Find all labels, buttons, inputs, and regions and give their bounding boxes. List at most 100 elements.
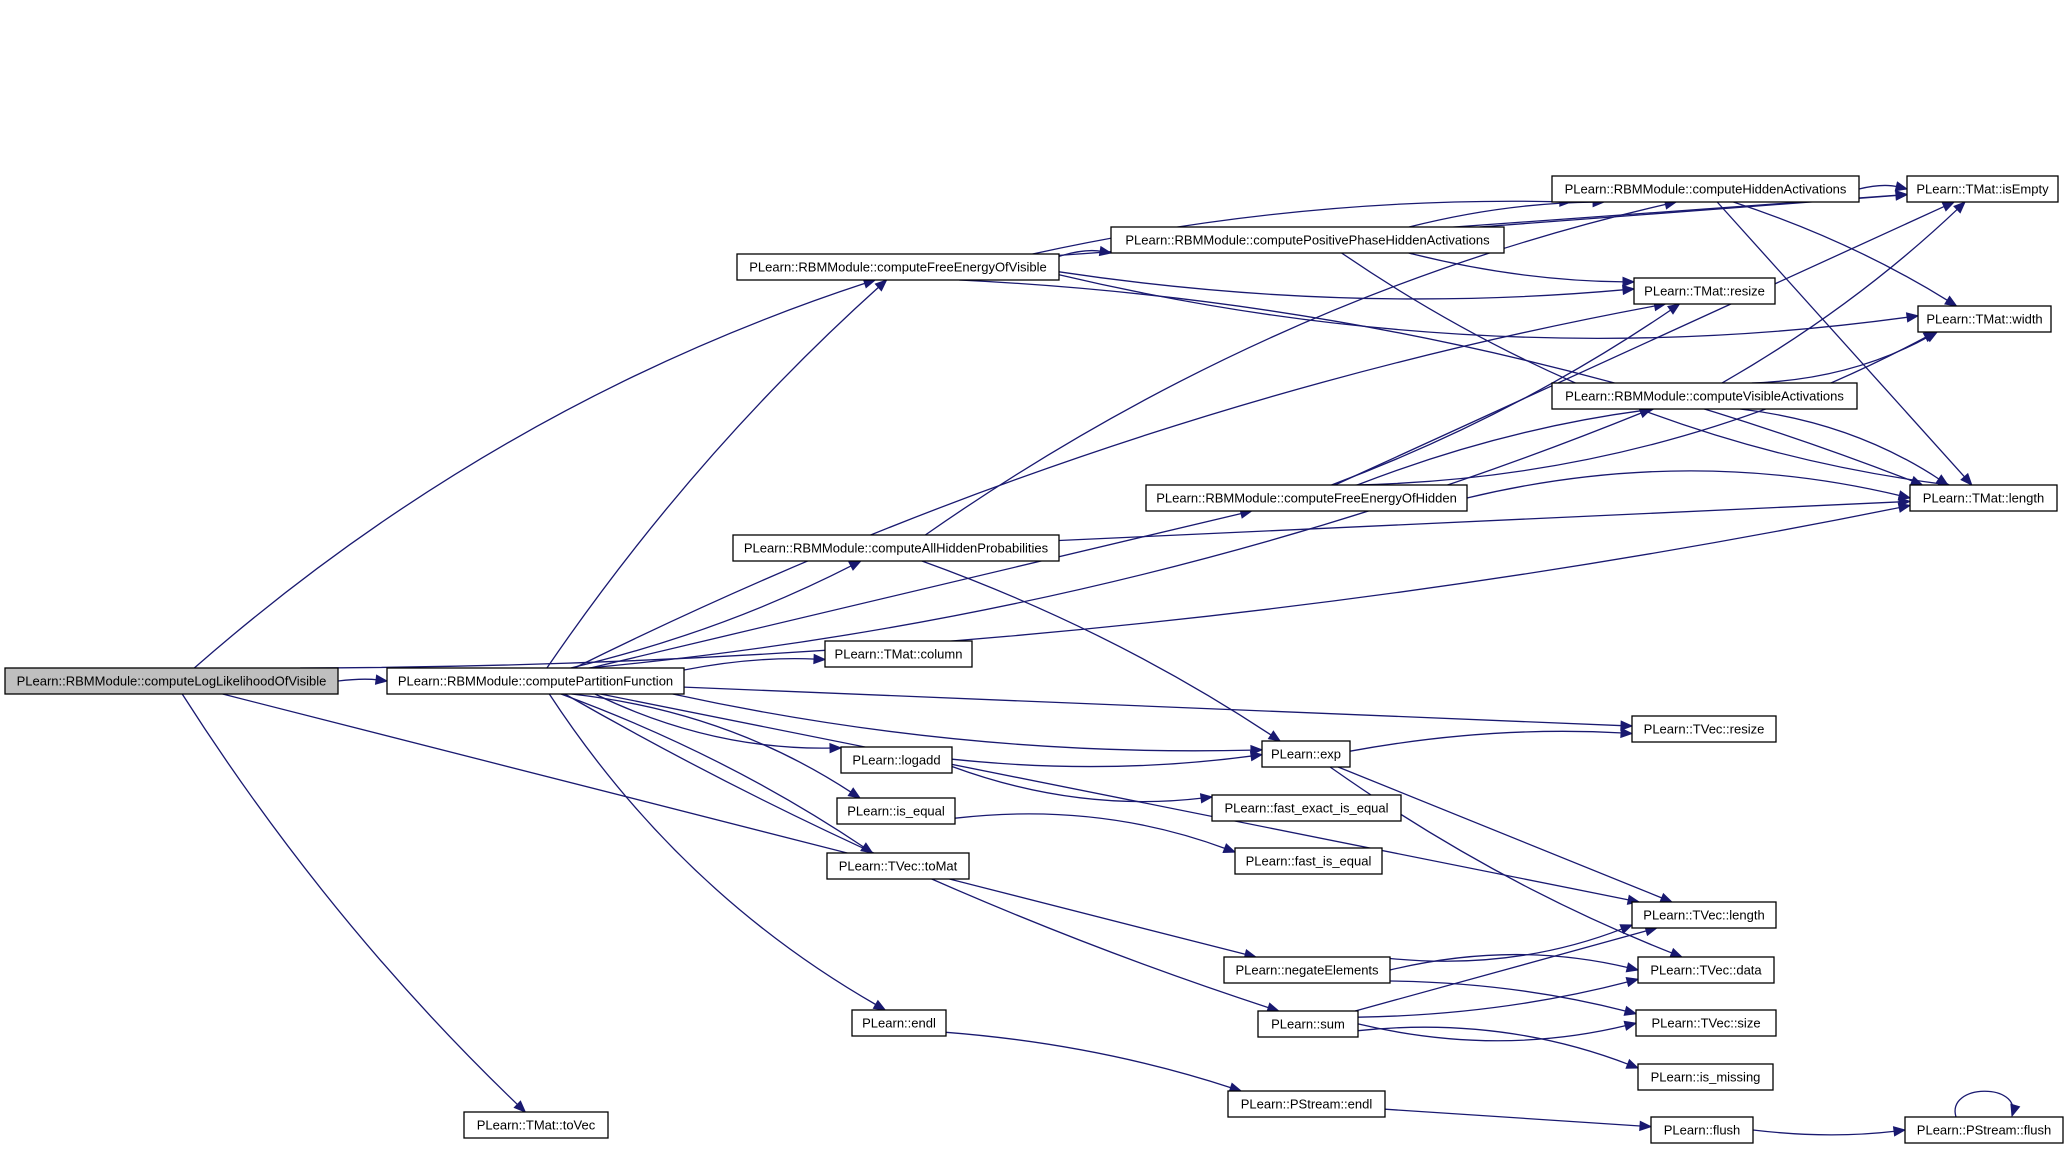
edge-sum-to-isMissing — [1357, 1026, 1640, 1069]
edge-root-to-partFn — [337, 674, 389, 685]
node-flush[interactable]: PLearn::flush — [1650, 1116, 1754, 1144]
edge-exp-to-tvecResize — [1349, 727, 1634, 752]
node-box — [1633, 277, 1776, 305]
node-label: PLearn::PStream::flush — [1917, 1123, 2051, 1138]
edge-root-to-freeVis — [193, 278, 877, 669]
node-isEqual[interactable]: PLearn::is_equal — [836, 797, 956, 825]
edge-line — [1858, 184, 1899, 190]
edge-line — [1384, 1108, 1643, 1127]
node-label: PLearn::flush — [1664, 1123, 1741, 1138]
node-label: PLearn::exp — [1271, 747, 1341, 762]
node-label: PLearn::TVec::data — [1650, 963, 1762, 978]
edge-line — [951, 755, 1254, 768]
edge-flush-to-pstreamFlush — [1752, 1126, 1907, 1137]
edge-line — [1357, 1026, 1630, 1066]
node-label: PLearn::TMat::isEmpty — [1916, 182, 2049, 197]
edge-line — [337, 678, 379, 682]
node-box — [1234, 847, 1383, 875]
node-hidAct[interactable]: PLearn::RBMModule::computeHiddenActivati… — [1551, 175, 1860, 203]
node-label: PLearn::TMat::column — [835, 647, 963, 662]
node-label: PLearn::negateElements — [1235, 963, 1379, 978]
edge-arrowhead — [813, 653, 827, 665]
node-label: PLearn::RBMModule::computePositivePhaseH… — [1125, 233, 1490, 248]
edge-line — [954, 813, 1227, 850]
node-toMat[interactable]: PLearn::TVec::toMat — [826, 852, 970, 880]
edge-partFn-to-endl — [548, 693, 887, 1011]
edge-line — [1389, 953, 1630, 971]
node-label: PLearn::sum — [1271, 1017, 1345, 1032]
node-isMissing[interactable]: PLearn::is_missing — [1637, 1063, 1774, 1091]
node-fastExact[interactable]: PLearn::fast_exact_is_equal — [1211, 794, 1402, 822]
node-logadd[interactable]: PLearn::logadd — [840, 746, 953, 774]
node-tvecData[interactable]: PLearn::TVec::data — [1637, 956, 1775, 984]
node-freeVis[interactable]: PLearn::RBMModule::computeFreeEnergyOfVi… — [736, 253, 1060, 281]
node-box — [836, 797, 956, 825]
edge-arrowhead — [513, 1100, 527, 1113]
edge-hidAct-to-tmatIsEmpty — [1858, 181, 1909, 192]
edge-arrowhead — [1199, 793, 1214, 804]
edge-line — [594, 693, 833, 749]
edge-partFn-to-logadd — [594, 693, 843, 754]
node-tmatResize[interactable]: PLearn::TMat::resize — [1633, 277, 1776, 305]
node-pstreamEndl[interactable]: PLearn::PStream::endl — [1227, 1090, 1386, 1118]
edge-freeHid-to-tmatResize — [1331, 303, 1681, 486]
edge-line — [1357, 980, 1630, 1018]
node-pstreamFlush[interactable]: PLearn::PStream::flush — [1904, 1116, 2064, 1144]
node-tmatIsEmpty[interactable]: PLearn::TMat::isEmpty — [1906, 175, 2059, 203]
node-negate[interactable]: PLearn::negateElements — [1223, 956, 1391, 984]
node-sum[interactable]: PLearn::sum — [1257, 1010, 1359, 1038]
edge-arrowhead — [1098, 245, 1113, 257]
node-box — [1906, 175, 2059, 203]
node-posPhase[interactable]: PLearn::RBMModule::computePositivePhaseH… — [1110, 226, 1505, 254]
edge-line — [1389, 927, 1624, 962]
edge-arrowhead — [1267, 730, 1282, 742]
edge-arrowhead — [1905, 312, 1920, 323]
node-tmatLength[interactable]: PLearn::TMat::length — [1909, 484, 2058, 512]
node-tvecLength[interactable]: PLearn::TVec::length — [1631, 901, 1777, 929]
node-tmatWidth[interactable]: PLearn::TMat::width — [1917, 305, 2052, 333]
node-label: PLearn::RBMModule::computePartitionFunct… — [398, 674, 673, 689]
edge-line — [300, 506, 1902, 669]
edge-line — [546, 285, 881, 669]
edge-posPhase-to-tmatResize — [1408, 252, 1636, 288]
edge-isEqual-to-fastIsEqual — [954, 813, 1237, 854]
edge-arrowhead — [847, 787, 862, 799]
edge-logadd-to-exp — [951, 751, 1264, 768]
edge-line — [1389, 980, 1628, 1013]
edge-arrowhead — [1894, 181, 1909, 192]
node-exp[interactable]: PLearn::exp — [1261, 740, 1351, 768]
edge-line — [181, 693, 520, 1107]
edge-partFn-to-freeVis — [546, 279, 888, 669]
edge-line — [1357, 1023, 1628, 1042]
edge-line — [1334, 205, 1947, 486]
edge-arrowhead — [374, 674, 389, 685]
node-label: PLearn::RBMModule::computeFreeEnergyOfVi… — [749, 260, 1046, 275]
node-fastIsEqual[interactable]: PLearn::fast_is_equal — [1234, 847, 1383, 875]
node-label: PLearn::TVec::toMat — [839, 859, 958, 874]
node-box — [1917, 305, 2052, 333]
node-visAct[interactable]: PLearn::RBMModule::computeVisibleActivat… — [1551, 382, 1858, 410]
edge-partFn-to-tmatColumn — [683, 653, 827, 671]
node-freeHid[interactable]: PLearn::RBMModule::computeFreeEnergyOfHi… — [1145, 484, 1468, 512]
node-tvecResize[interactable]: PLearn::TVec::resize — [1631, 715, 1777, 743]
edge-root-to-tmatLength — [300, 502, 1912, 669]
node-tmatColumn[interactable]: PLearn::TMat::column — [824, 640, 973, 668]
node-tvecSize[interactable]: PLearn::TVec::size — [1635, 1009, 1777, 1037]
node-partFn[interactable]: PLearn::RBMModule::computePartitionFunct… — [386, 667, 685, 695]
node-endl[interactable]: PLearn::endl — [851, 1009, 947, 1037]
node-label: PLearn::fast_exact_is_equal — [1224, 801, 1388, 816]
edge-sum-to-tvecLength — [1355, 926, 1659, 1012]
edge-allHidden-to-tmatLength — [1058, 496, 1912, 542]
node-box — [732, 534, 1060, 562]
node-box — [1257, 1010, 1359, 1038]
node-box — [1635, 1009, 1777, 1037]
node-allHidden[interactable]: PLearn::RBMModule::computeAllHiddenProba… — [732, 534, 1060, 562]
node-toVec[interactable]: PLearn::TMat::toVec — [463, 1111, 609, 1139]
node-root[interactable]: PLearn::RBMModule::computeLogLikelihoodO… — [4, 667, 339, 695]
edge-freeVis-to-tmatResize — [1058, 271, 1636, 300]
edge-arrowhead — [872, 999, 887, 1011]
edge-partFn-to-exp — [672, 693, 1264, 756]
edge-arrowhead — [1625, 1058, 1640, 1069]
edge-line — [588, 411, 1644, 669]
edge-arrowhead — [1639, 1120, 1653, 1132]
